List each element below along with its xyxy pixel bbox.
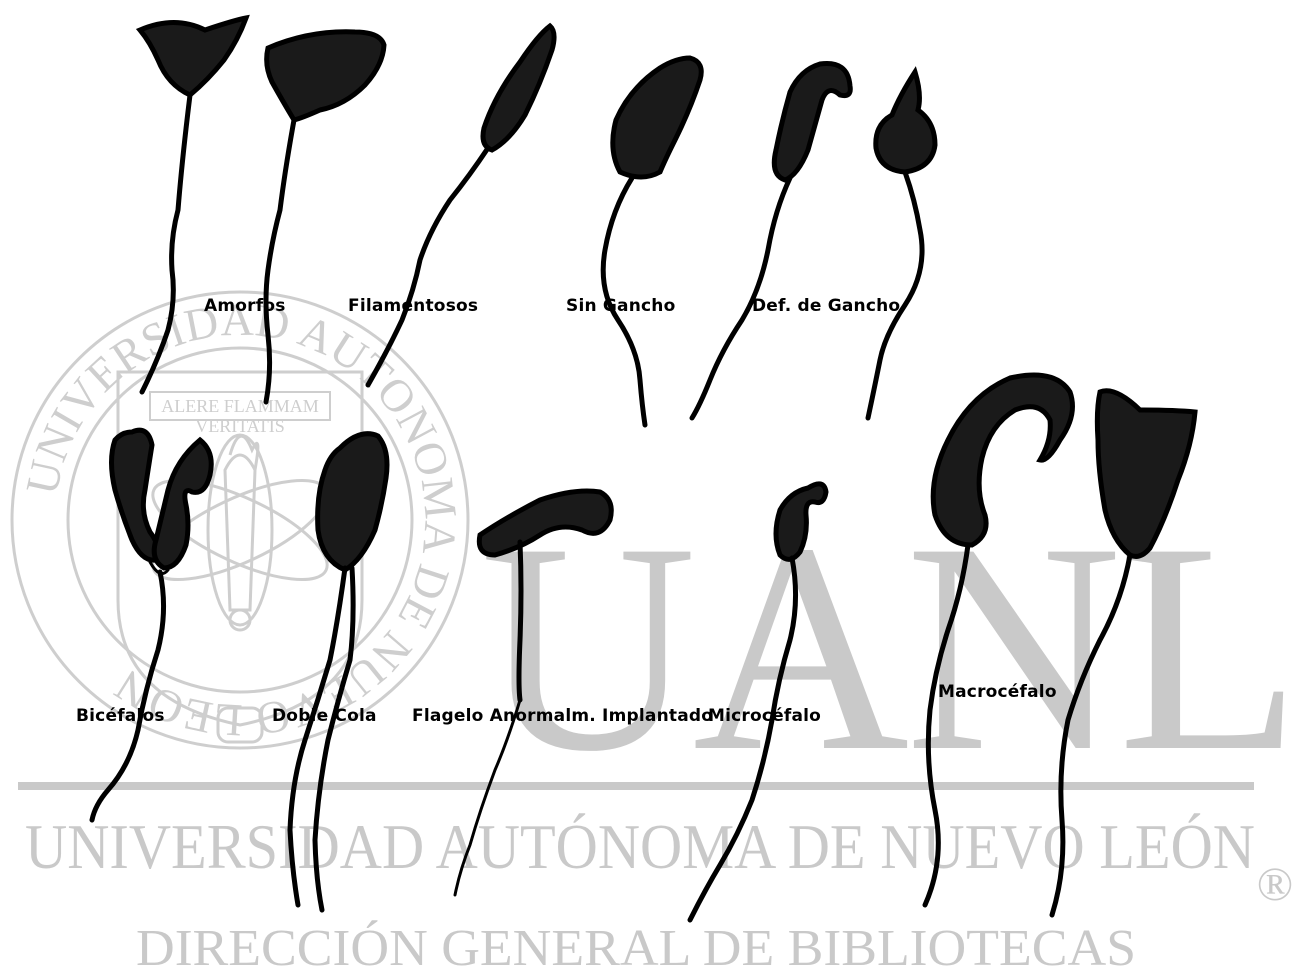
label-macrocefalo: Macrocéfalo — [938, 682, 1057, 702]
registered-icon: ® — [1257, 858, 1293, 911]
sperm-bicefalos — [92, 430, 211, 820]
label-microcefalo: Microcéfalo — [708, 706, 821, 726]
label-def-gancho: Def. de Gancho — [752, 296, 900, 316]
label-bicefalos: Bicéfalos — [76, 706, 165, 726]
university-seal: UNIVERSIDAD AUTONOMA DE NUEVO LEON ALERE… — [12, 292, 468, 748]
label-filamentosos: Filamentosos — [348, 296, 478, 316]
university-name: UNIVERSIDAD AUTÓNOMA DE NUEVO LEÓN — [25, 811, 1255, 882]
sperm-def-gancho-1 — [692, 63, 850, 418]
seal-motto-line2: VERITATIS — [195, 416, 285, 436]
watermark-divider — [18, 782, 1254, 790]
seal-ring-text: UNIVERSIDAD AUTONOMA DE NUEVO LEON — [16, 294, 467, 747]
label-amorfos: Amorfos — [204, 296, 286, 316]
seal-motto-line1: ALERE FLAMMAM — [161, 396, 319, 416]
directorate-name: DIRECCIÓN GENERAL DE BIBLIOTECAS — [136, 919, 1136, 972]
sperm-filamentosos — [368, 26, 554, 385]
label-sin-gancho: Sin Gancho — [566, 296, 675, 316]
sperm-sin-gancho — [603, 58, 701, 425]
label-doble-cola: Doble Cola — [272, 706, 377, 726]
label-flagelo: Flagelo Anormalm. Implantado — [412, 706, 713, 726]
sperm-def-gancho-2 — [868, 72, 935, 418]
